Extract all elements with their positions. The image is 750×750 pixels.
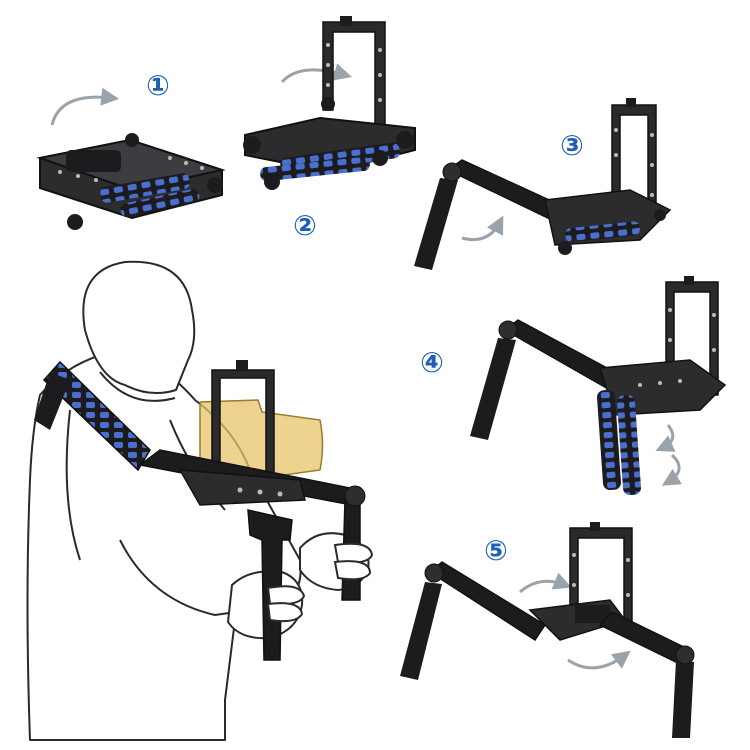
step-1-number: ① [146, 69, 170, 102]
step-3-handle-unfolded [414, 98, 672, 270]
handle-grip-5-right [672, 660, 694, 738]
arm-5-left [428, 561, 547, 642]
step-4-shoulder-pad-unfolded [470, 276, 727, 496]
handle-grip-rear [247, 509, 293, 661]
rotate-arrow-icon [50, 87, 120, 126]
rotate-arrow-icon [567, 650, 631, 670]
rotate-arrow-icon [519, 572, 572, 594]
rig-base-3 [544, 189, 672, 255]
rotate-arrow-icon [280, 63, 352, 84]
handle-grip-4 [470, 338, 516, 440]
handle-grip-5-left [400, 582, 442, 680]
rotate-arrow-icon [655, 424, 676, 452]
step-5-number: ⑤ [484, 534, 508, 567]
step-4-number: ④ [420, 346, 444, 379]
rotate-arrow-icon [461, 215, 504, 242]
rotate-arrow-icon [661, 453, 682, 486]
head [82, 260, 196, 395]
rig-center-5 [528, 599, 627, 641]
folded-rig-1 [36, 133, 226, 230]
step-3-number: ③ [560, 129, 584, 162]
folded-rig-2 [243, 97, 416, 190]
shoulder-pad-on-person [42, 360, 151, 472]
step-2-number: ② [293, 209, 317, 242]
fingers [266, 542, 374, 623]
handle-grip-3 [414, 178, 458, 270]
step-2-bracket-raised [243, 16, 416, 190]
arm-3 [446, 159, 562, 221]
step-1-folded-rig [36, 87, 226, 230]
camera-bracket-2 [322, 16, 386, 136]
shoulder-pad-4 [597, 389, 641, 496]
step-5-fully-assembled [400, 522, 695, 738]
arm-4 [503, 319, 622, 391]
